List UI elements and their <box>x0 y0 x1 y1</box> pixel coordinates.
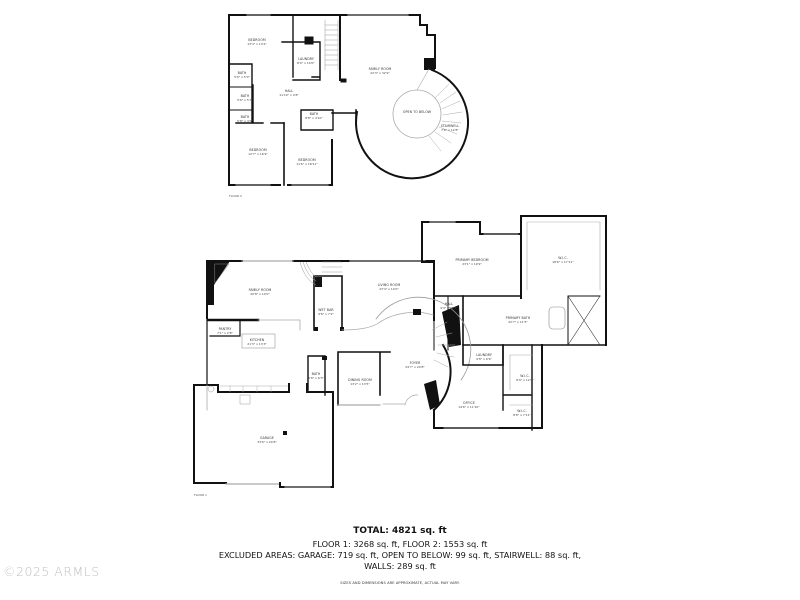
total-area: TOTAL: 4821 sq. ft <box>353 526 447 536</box>
room-label: STAIRWELL <box>441 124 460 128</box>
room-dimensions: 4'4" x 21'1" <box>440 306 458 310</box>
room-dimensions: 11'6" x 18'11" <box>296 162 318 166</box>
room-dimensions: 22'7" x 11'5" <box>508 320 528 324</box>
room-dimensions: 23'4" x 14'0" <box>379 287 399 291</box>
room-label: BATH <box>238 71 247 75</box>
watermark: ©2025 ARMLS <box>3 564 100 579</box>
room-dimensions: 7'1" x 2'8" <box>217 331 233 335</box>
room-label: OPEN TO BELOW <box>403 110 432 114</box>
room-label: BEDROOM <box>298 158 315 162</box>
room-label: LAUNDRY <box>476 353 492 357</box>
room-label: PANTRY <box>219 327 232 331</box>
room-label: BATH <box>312 372 321 376</box>
room-label: BATH <box>241 94 250 98</box>
room-label: W.I.C. <box>517 409 527 413</box>
room-label: BEDROOM <box>248 38 265 42</box>
room-label: KITCHEN <box>250 338 265 342</box>
room-label: W.I.C. <box>520 374 530 378</box>
room-label: FOYER <box>410 361 422 365</box>
walls-area: WALLS: 289 sq. ft <box>364 561 436 571</box>
room-label: HALL <box>445 302 454 306</box>
room-dimensions: 18'6" x 17'11" <box>552 260 574 264</box>
room-dimensions: 5'8" x 6'3" <box>308 376 324 380</box>
room-label: BATH <box>310 112 319 116</box>
room-label: WET BAR <box>318 308 334 312</box>
room-dimensions: 20'8" x 14'0" <box>250 292 270 296</box>
room-label: DINING ROOM <box>348 378 372 382</box>
floor-2-tag: FLOOR 2 <box>229 194 242 198</box>
room-label: HALL <box>285 89 294 93</box>
floor-1-tag: FLOOR 1 <box>194 493 207 497</box>
room-label: FAMILY ROOM <box>249 288 272 292</box>
room-label: OFFICE <box>463 401 475 405</box>
room-dimensions: 14'6" x 11'10" <box>458 405 480 409</box>
room-label: FAMILY ROOM <box>369 67 392 71</box>
room-dimensions: 24'7" x 20'8" <box>405 365 425 369</box>
room-label: BEDROOM <box>249 148 266 152</box>
excluded-areas: EXCLUDED AREAS: GARAGE: 719 sq. ft, OPEN… <box>218 550 582 560</box>
disclaimer: SIZES AND DIMENSIONS ARE APPROXIMATE, AC… <box>340 581 460 585</box>
room-dimensions: 5'6" x 5'0" <box>234 75 250 79</box>
room-dimensions: 33'6" x 24'6" <box>257 440 277 444</box>
room-dimensions: 8'8" x 4'10" <box>305 116 323 120</box>
room-label: BATH <box>241 115 250 119</box>
room-dimensions: 5'6" x 5'7" <box>237 98 253 102</box>
room-dimensions: 9'8" x 6'6" <box>476 357 492 361</box>
room-dimensions: 8'9" x 12'0" <box>516 378 534 382</box>
room-dimensions: 11'10" x 4'8" <box>279 93 299 97</box>
room-dimensions: 8'0" x 10'0" <box>297 61 315 65</box>
floor-2-plan <box>228 14 470 186</box>
room-dimensions: 9'8" x 7'2" <box>318 312 334 316</box>
floor-areas: FLOOR 1: 3268 sq. ft, FLOOR 2: 1553 sq. … <box>312 539 488 549</box>
room-label: GARAGE <box>260 436 274 440</box>
room-label: LAUNDRY <box>298 57 314 61</box>
room-label: PRIMARY BATH <box>506 316 531 320</box>
room-dimensions: 7'6" x 12'8" <box>441 128 459 132</box>
room-dimensions: 8'8" x 7'11" <box>513 413 531 417</box>
room-dimensions: 5'8" x 4'0" <box>237 119 253 123</box>
room-dimensions: 12'7" x 16'9" <box>248 152 268 156</box>
room-label: W.I.C. <box>558 256 568 260</box>
floor-1-plan <box>193 215 607 488</box>
room-dimensions: 21'3" x 13'3" <box>247 342 267 346</box>
room-dimensions: 23'1" x 19'9" <box>462 262 482 266</box>
room-dimensions: 13'2" x 13'5" <box>350 382 370 386</box>
room-label: LIVING ROOM <box>378 283 401 287</box>
room-dimensions: 22'3" x 32'9" <box>370 71 390 75</box>
room-label: PRIMARY BEDROOM <box>455 258 488 262</box>
room-dimensions: 13'4" x 13'2" <box>247 42 267 46</box>
